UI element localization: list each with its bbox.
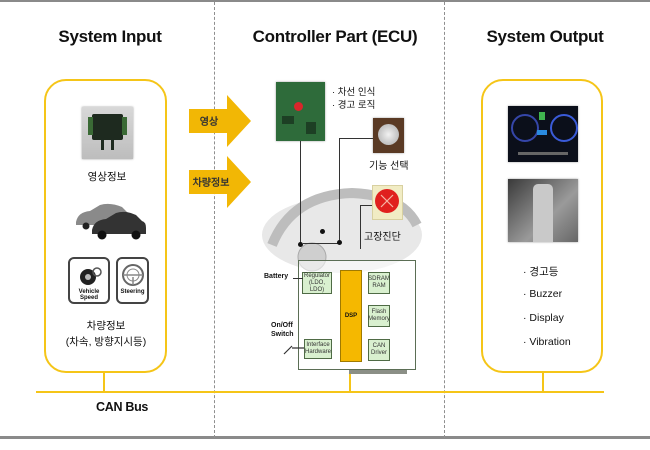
function-select-image [373,118,404,153]
dsp-label: DSP [344,313,358,319]
wire-fault-h [360,205,372,206]
regulator-label: Regulator (LDO, LDO) [303,272,330,293]
can-driver-block: CAN Driver [368,339,390,361]
junction-dot-1 [320,229,325,234]
wire-fault-v [360,205,361,249]
wire-board [300,141,301,244]
steering-wheel-icon [122,264,144,286]
section-title-input: System Input [58,27,162,46]
wire-knob-v [339,138,340,243]
ecu-bullet-lane: · 차선 인식 [332,87,376,98]
battery-label: Battery [264,273,289,280]
dsp-block: DSP [340,270,362,362]
camera-info-label: 영상정보 [87,171,127,183]
steering-label: Steering [120,289,145,295]
can-bus-trunk-right [484,391,604,393]
output-item-buzzer: · Buzzer [523,288,563,300]
vehicle-info-label: 차량정보 [86,320,126,332]
switch-label-line2: Switch [271,331,294,338]
ecu-base-bar [349,370,407,374]
interface-label: Interface Hardware [305,342,332,355]
function-select-label: 기능 선택 [369,161,409,172]
can-drop-output [542,372,544,392]
can-driver-label: CAN Driver [371,343,387,356]
vehicle-speed-label: Vehicle Speed [78,289,100,301]
arrow-vehicle-info [189,156,251,208]
steering-icon-box: Steering [116,257,149,304]
fault-diagnosis-label: 고장진단 [364,232,401,243]
can-drop-ecu [349,372,351,392]
arrow-vehicle-info-label: 차량정보 [192,178,230,189]
regulator-block: Regulator (LDO, LDO) [302,272,332,294]
camera-module-image [82,107,133,159]
can-bus-trunk-3 [36,391,484,393]
car-background-image [262,187,422,273]
switch-symbol-icon [283,345,304,355]
driver-seat-image [508,179,578,242]
wheel-speed-icon [80,267,102,285]
can-bus-label: CAN Bus [96,400,149,414]
wire-knob-h [339,138,373,139]
divider-right [444,2,445,438]
wire-join [303,243,340,244]
battery-wire [293,278,303,279]
vehicle-image [76,203,146,240]
arrow-video [189,95,251,147]
output-item-display: · Display [523,312,564,324]
can-drop-input [103,372,105,392]
flash-block: Flash Memory [368,305,390,327]
ecu-board-image [276,82,325,141]
interface-block: Interface Hardware [304,339,332,359]
fault-diagnosis-image [372,185,403,220]
arrow-video-label: 영상 [199,117,219,128]
vehicle-info-detail: (차속, 방향지시등) [65,336,147,348]
output-item-vibration: · Vibration [523,336,571,348]
junction-dot-2 [337,240,342,245]
ecu-bullet-warning: · 경고 로직 [332,100,376,111]
top-border [0,0,650,2]
junction-dot-3 [298,242,303,247]
flash-label: Flash Memory [368,309,390,322]
bottom-border [0,436,650,439]
dashboard-image [508,106,578,162]
sdram-label: SDRAM RAM [368,276,390,289]
vehicle-speed-icon-box: Vehicle Speed [68,257,110,304]
section-title-controller: Controller Part (ECU) [252,27,418,46]
switch-label-line1: On/Off [271,322,293,329]
output-item-warning-light: · 경고등 [523,266,559,278]
section-title-output: System Output [486,27,604,46]
divider-left [214,2,215,438]
sdram-block: SDRAM RAM [368,272,390,294]
